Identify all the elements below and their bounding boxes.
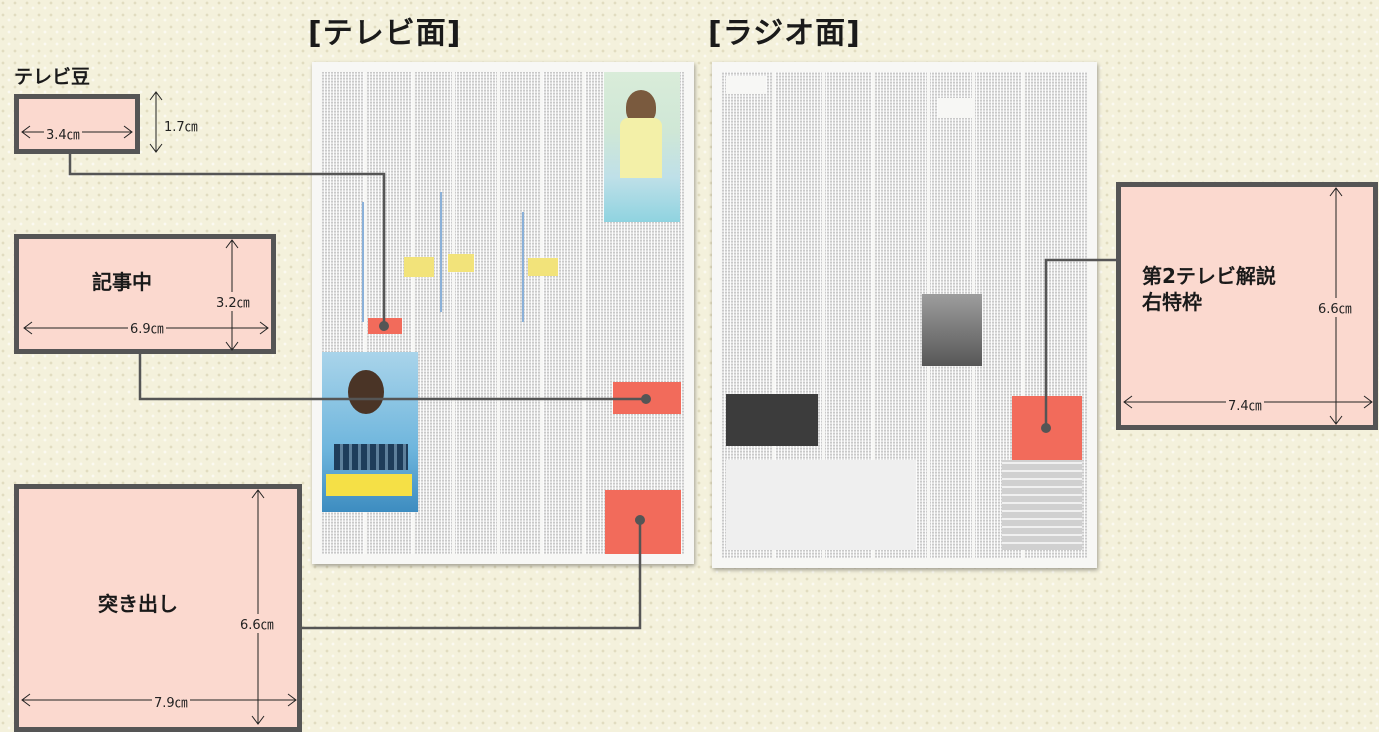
second-tv-label-line2: 右特枠 bbox=[1142, 290, 1202, 314]
kiji-naka-marker bbox=[641, 394, 651, 404]
tsukidashi-width: 7.9㎝ bbox=[152, 692, 190, 711]
tsukidashi-marker bbox=[635, 515, 645, 525]
tv-mame-height: 1.7㎝ bbox=[164, 120, 198, 135]
kiji-naka-height: 3.2㎝ bbox=[214, 292, 252, 311]
kiji-naka-width: 6.9㎝ bbox=[128, 318, 166, 337]
tsukidashi-height: 6.6㎝ bbox=[238, 614, 276, 633]
tv-mame-title: テレビ豆 bbox=[14, 66, 91, 88]
tv-page-thumbnail bbox=[312, 62, 694, 564]
tv-mame-marker bbox=[379, 321, 389, 331]
tv-page-title: [テレビ面] bbox=[308, 16, 462, 51]
tv-mame-width: 3.4㎝ bbox=[44, 124, 82, 143]
radio-page-thumbnail bbox=[712, 62, 1097, 568]
second-tv-height: 6.6㎝ bbox=[1316, 298, 1354, 317]
radio-page-title: [ラジオ面] bbox=[708, 16, 861, 51]
second-tv-label-line1: 第2テレビ解説 bbox=[1142, 264, 1276, 288]
tsukidashi-label: 突き出し bbox=[98, 592, 178, 616]
second-tv-marker bbox=[1041, 423, 1051, 433]
tv-top-photo bbox=[604, 72, 680, 222]
radio-dark-ad bbox=[726, 394, 818, 446]
tv-bottom-ad bbox=[322, 352, 418, 512]
second-tv-width: 7.4㎝ bbox=[1226, 395, 1264, 414]
kiji-naka-label: 記事中 bbox=[92, 270, 152, 294]
radio-photo bbox=[922, 294, 982, 366]
